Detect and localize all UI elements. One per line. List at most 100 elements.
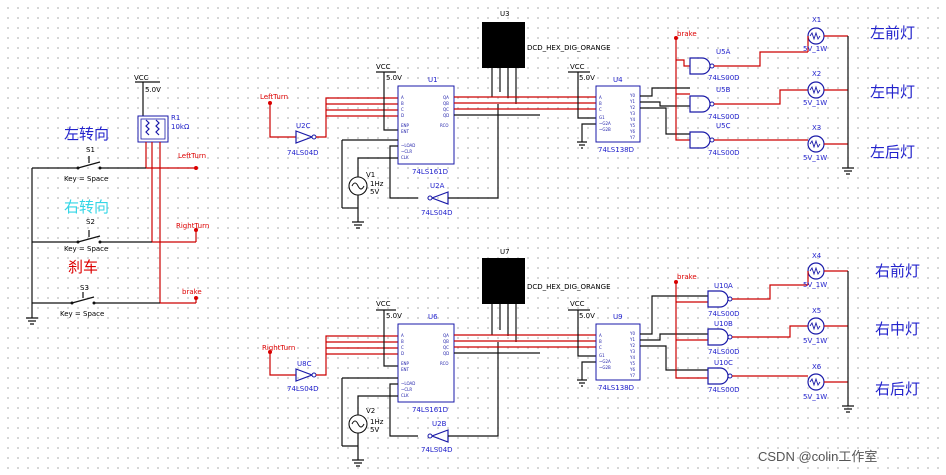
vcc-value: 5.0V [579, 74, 595, 82]
v1-freq: 1Hz [370, 180, 384, 188]
nand-gate-u10c[interactable] [707, 367, 729, 385]
svg-text:B: B [599, 101, 602, 106]
svg-text:QD: QD [443, 351, 449, 356]
u3-part: DCD_HEX_DIG_ORANGE [527, 44, 611, 52]
u9-ref: U9 [613, 313, 623, 321]
inverter-u2c[interactable] [295, 130, 314, 144]
u6-ref: U6 [428, 313, 438, 321]
sine-icon [351, 182, 365, 190]
svg-text:RCO: RCO [440, 123, 449, 128]
u8c-part: 74LS04D [287, 385, 319, 393]
svg-text:~LOAD: ~LOAD [401, 143, 415, 148]
svg-text:~G2A: ~G2A [599, 359, 611, 364]
ground-icon [577, 379, 587, 387]
vcc-value: 5.0V [579, 312, 595, 320]
x4-ref: X4 [812, 252, 822, 260]
x1-rating: 5V_1W [803, 45, 827, 53]
inverter-bubble [311, 372, 317, 378]
hex-display-u3[interactable] [482, 22, 525, 68]
u5b-ref: U5B [716, 86, 731, 94]
lamp-x6[interactable] [807, 373, 848, 391]
nand-gate-u10a[interactable] [707, 290, 729, 308]
svg-text:ENP: ENP [401, 361, 410, 366]
decoder-u9[interactable] [595, 323, 641, 381]
vcc-label: VCC [376, 300, 391, 308]
nand-gate-u10b[interactable] [707, 328, 729, 346]
u4-part: 74LS138D [598, 146, 634, 154]
ground-icon [577, 141, 587, 149]
x4-rating: 5V_1W [803, 281, 827, 289]
inverter-u2a[interactable] [430, 191, 449, 205]
u10a-part: 74LS00D [708, 310, 740, 318]
inverter-u2b[interactable] [430, 429, 449, 443]
wire [448, 104, 499, 199]
right-turn-caption: 右转向 [64, 198, 109, 216]
nand-gate-u5c[interactable] [689, 131, 711, 149]
u5a-ref: U5A [716, 48, 731, 56]
u4-ref: U4 [613, 76, 623, 84]
svg-text:QB: QB [443, 339, 449, 344]
s1-contact [76, 166, 80, 170]
s3-ref: S3 [80, 284, 89, 292]
svg-text:Y5: Y5 [629, 123, 635, 128]
svg-text:CLK: CLK [401, 393, 409, 398]
wire [732, 284, 808, 377]
inverter-u8c[interactable] [295, 368, 314, 382]
u1-ref: U1 [428, 76, 438, 84]
vcc-label: VCC [376, 63, 391, 71]
svg-text:G1: G1 [599, 115, 605, 120]
lamp-x2[interactable] [807, 81, 848, 99]
decoder-u4[interactable] [595, 85, 641, 143]
svg-text:Y7: Y7 [629, 135, 635, 140]
x6-rating: 5V_1W [803, 393, 827, 401]
s2-ref: S2 [86, 218, 95, 226]
svg-text:ENT: ENT [401, 367, 410, 372]
svg-text:C: C [599, 107, 602, 112]
svg-text:C: C [401, 107, 404, 112]
wire [675, 38, 690, 141]
wire [269, 352, 296, 376]
net-node [194, 166, 198, 170]
svg-text:Y4: Y4 [629, 117, 635, 122]
v2-amp: 5V [370, 426, 379, 434]
u1-part: 74LS161D [412, 168, 448, 176]
svg-text:Y5: Y5 [629, 361, 635, 366]
lamp-x4[interactable] [807, 262, 848, 285]
u2c-ref: U2C [296, 122, 311, 130]
s3-switch[interactable] [32, 296, 160, 304]
u2b-part: 74LS04D [421, 446, 453, 454]
u8c-ref: U8C [297, 360, 312, 368]
net-left-turn: LeftTurn [178, 152, 206, 160]
lamp-x1[interactable] [807, 27, 848, 52]
svg-text:Y4: Y4 [629, 355, 635, 360]
watermark: CSDN @colin工作室 [758, 449, 877, 464]
u7-part: DCD_HEX_DIG_ORANGE [527, 283, 611, 291]
s1-contact [98, 166, 102, 170]
net-left-turn: LeftTurn [260, 93, 288, 101]
s3-contact [92, 301, 96, 305]
nand-gate-u5b[interactable] [689, 95, 711, 113]
hex-display-u7[interactable] [482, 258, 525, 304]
gate-bubble [727, 296, 733, 302]
inverter-bubble [427, 195, 433, 201]
counter-u1[interactable] [397, 85, 455, 165]
ground-icon [842, 167, 854, 175]
x5-caption: 右中灯 [875, 320, 920, 338]
counter-u6[interactable] [397, 323, 455, 403]
svg-text:C: C [599, 345, 602, 350]
x5-ref: X5 [812, 307, 821, 315]
resistor-pack[interactable] [137, 115, 169, 143]
u10a-ref: U10A [714, 282, 733, 290]
nand-gate-u5a[interactable] [689, 57, 711, 75]
s2-switch[interactable] [32, 235, 152, 243]
vcc-value: 5.0V [386, 312, 402, 320]
lamp-x3[interactable] [807, 135, 848, 153]
lamp-x5[interactable] [807, 317, 848, 335]
x3-rating: 5V_1W [803, 154, 827, 162]
wire [383, 72, 398, 131]
s1-switch[interactable] [32, 161, 146, 169]
u10c-ref: U10C [714, 359, 733, 367]
wire [640, 87, 690, 135]
u2b-ref: U2B [432, 420, 447, 428]
